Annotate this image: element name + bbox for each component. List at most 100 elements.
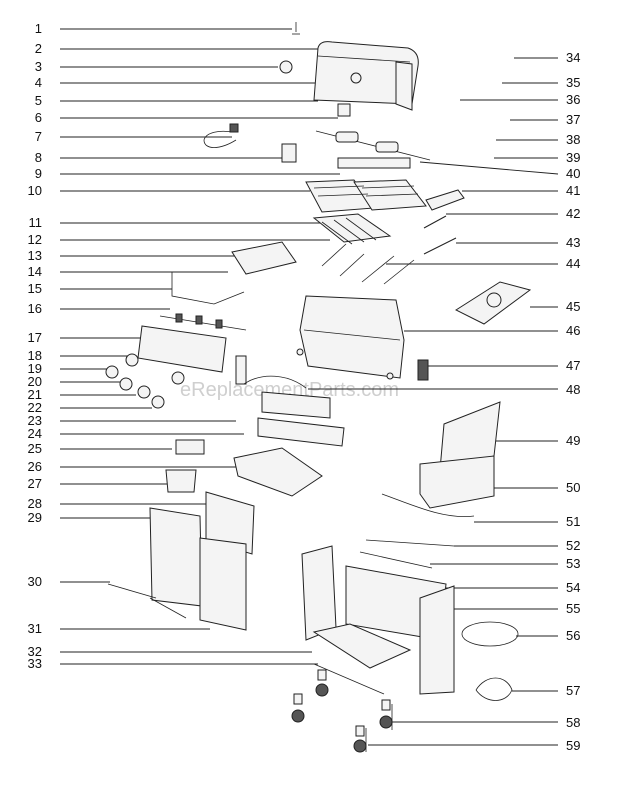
hose-part — [381, 493, 475, 518]
part-number-label: 16 — [28, 301, 42, 316]
part-number-label: 39 — [566, 150, 580, 165]
part-number-label: 14 — [28, 264, 42, 279]
part-number-label: 51 — [566, 514, 580, 529]
rotisserie-part — [315, 130, 431, 161]
part-number-label: 6 — [35, 110, 42, 125]
wiring-part — [171, 272, 245, 305]
cooking-grate-part — [305, 179, 427, 213]
part-number-label: 42 — [566, 206, 580, 221]
part-number-label: 11 — [29, 215, 43, 230]
bar-part — [423, 237, 457, 255]
part-number-label: 25 — [28, 441, 42, 456]
part-number-label: 15 — [28, 281, 42, 296]
part-number-label: 1 — [35, 21, 42, 36]
leader-line — [419, 161, 559, 175]
regulator-part — [417, 359, 429, 381]
control-knobs-part — [105, 353, 185, 409]
part-number-label: 23 — [28, 413, 42, 428]
part-number-label: 48 — [566, 382, 580, 397]
clip-part — [475, 677, 513, 701]
catch-pan-part — [233, 447, 323, 497]
leader-lines — [60, 28, 559, 746]
front-rail-part — [257, 391, 345, 447]
part-number-label: 31 — [28, 621, 42, 636]
rail-part — [365, 539, 455, 547]
part-number-label: 37 — [566, 112, 580, 127]
part-number-label: 47 — [566, 358, 580, 373]
flavorizer-bars-part — [312, 213, 392, 245]
part-number-label: 50 — [566, 480, 580, 495]
lid-part — [313, 41, 419, 111]
part-number-label: 26 — [28, 459, 42, 474]
cookbox-part — [296, 295, 405, 380]
valves-part — [159, 313, 247, 331]
part-number-label: 20 — [28, 374, 42, 389]
side-table-part — [419, 401, 501, 509]
doors-part — [149, 507, 247, 631]
control-panel-part — [137, 325, 227, 373]
part-number-label: 8 — [35, 150, 42, 165]
part-number-label: 22 — [28, 400, 42, 415]
part-number-label: 28 — [28, 496, 42, 511]
part-number-label: 17 — [28, 330, 42, 345]
part-number-label: 38 — [566, 132, 580, 147]
part-number-label: 12 — [28, 232, 42, 247]
part-number-label: 49 — [566, 433, 580, 448]
part-number-label: 45 — [566, 299, 580, 314]
part-number-label: 34 — [566, 50, 580, 65]
fuel-gauge-part — [235, 355, 247, 385]
side-burner-cover-part — [425, 189, 465, 211]
part-number-label: 44 — [566, 256, 580, 271]
part-number-label: 43 — [566, 235, 580, 250]
part-number-label: 19 — [28, 361, 42, 376]
bracket-part — [281, 143, 297, 163]
screw-part — [292, 22, 300, 35]
part-number-label: 3 — [35, 59, 42, 74]
bar-part — [423, 215, 447, 229]
part-number-label: 57 — [566, 683, 580, 698]
casters-part — [291, 669, 393, 753]
part-number-label: 53 — [566, 556, 580, 571]
part-number-label: 41 — [566, 183, 580, 198]
part-number-label: 9 — [35, 166, 42, 181]
part-number-label: 58 — [566, 715, 580, 730]
small-tray-part — [165, 469, 197, 493]
part-number-label: 54 — [566, 580, 580, 595]
part-number-label: 18 — [28, 348, 42, 363]
igniter-wire-part — [203, 130, 237, 148]
part-number-label: 36 — [566, 92, 580, 107]
drip-tray-part — [175, 439, 205, 455]
cart-frame-part — [301, 545, 455, 695]
part-number-label: 40 — [566, 166, 580, 181]
part-number-label: 5 — [35, 93, 42, 108]
gas-hose-part — [461, 621, 519, 647]
part-number-label: 32 — [28, 644, 42, 659]
part-number-label: 52 — [566, 538, 580, 553]
part-number-label: 59 — [566, 738, 580, 753]
part-number-label: 29 — [28, 510, 42, 525]
cable-part — [243, 375, 307, 389]
part-number-label: 2 — [35, 41, 42, 56]
burner-tubes-part — [321, 243, 415, 285]
part-number-label: 7 — [35, 129, 42, 144]
part-number-label: 10 — [28, 183, 42, 198]
part-number-label: 55 — [566, 601, 580, 616]
part-number-label: 21 — [28, 387, 42, 402]
door-handle-part — [107, 583, 157, 599]
battery-box-part — [205, 491, 255, 555]
rail-part — [359, 551, 433, 569]
part-number-label: 35 — [566, 75, 580, 90]
part-numbers: 1234567891011121314151617181920212223242… — [28, 21, 581, 753]
part-number-label: 56 — [566, 628, 580, 643]
warming-rack-part — [337, 157, 411, 169]
heat-shield-part — [231, 241, 297, 275]
part-number-label: 33 — [28, 656, 42, 671]
part-number-label: 46 — [566, 323, 580, 338]
part-number-label: 24 — [28, 426, 42, 441]
part-number-label: 30 — [28, 574, 42, 589]
watermark-text: eReplacementParts.com — [180, 379, 399, 401]
handle-bracket-part — [337, 103, 351, 117]
part-number-label: 4 — [35, 75, 42, 90]
part-number-label: 13 — [28, 248, 42, 263]
